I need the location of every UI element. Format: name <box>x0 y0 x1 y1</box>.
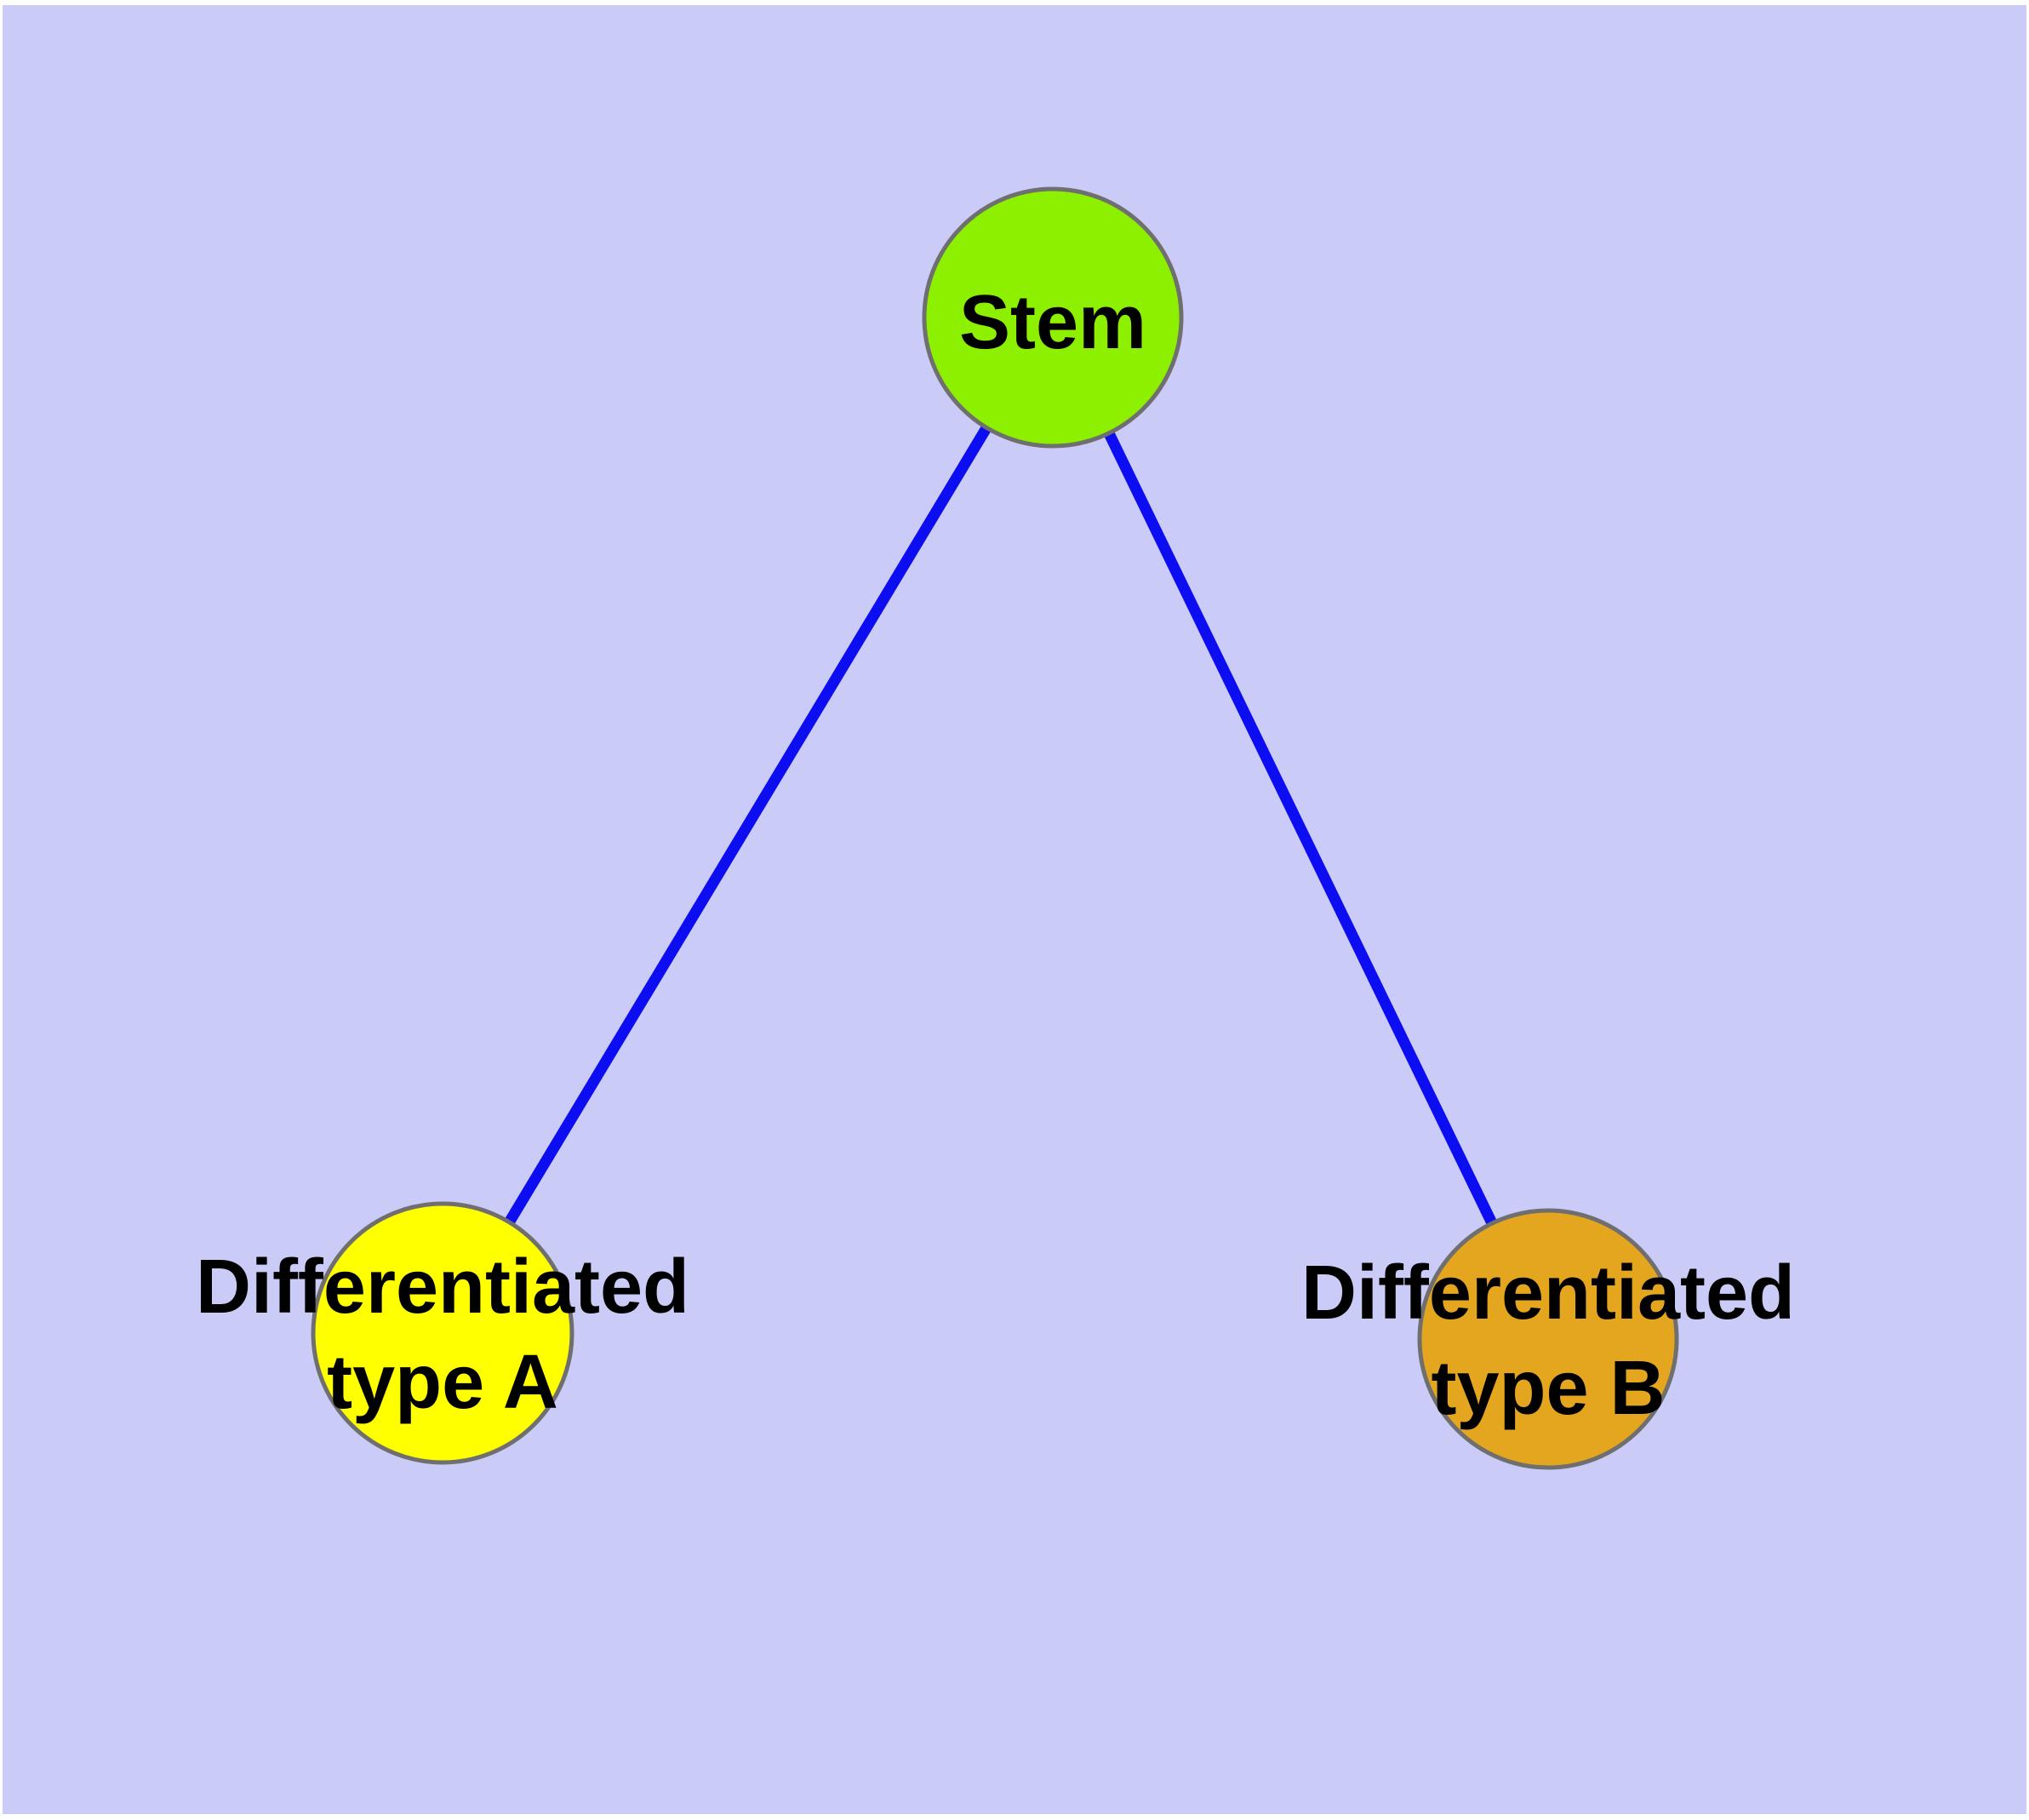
node-type-b-label-line2: type B <box>1431 1346 1665 1431</box>
node-differentiated-type-a <box>311 1201 574 1465</box>
node-differentiated-type-b <box>1417 1208 1679 1470</box>
node-type-a-label-line2: type A <box>327 1340 558 1425</box>
edge-stem-to-type-a <box>437 314 1058 1336</box>
node-type-b-label-line1: Differentiated <box>1301 1251 1795 1336</box>
node-type-a-label-line1: Differentiated <box>196 1245 689 1330</box>
node-stem <box>922 186 1184 449</box>
node-stem-label: Stem <box>959 280 1146 365</box>
edge-stem-to-type-b <box>1048 315 1553 1342</box>
